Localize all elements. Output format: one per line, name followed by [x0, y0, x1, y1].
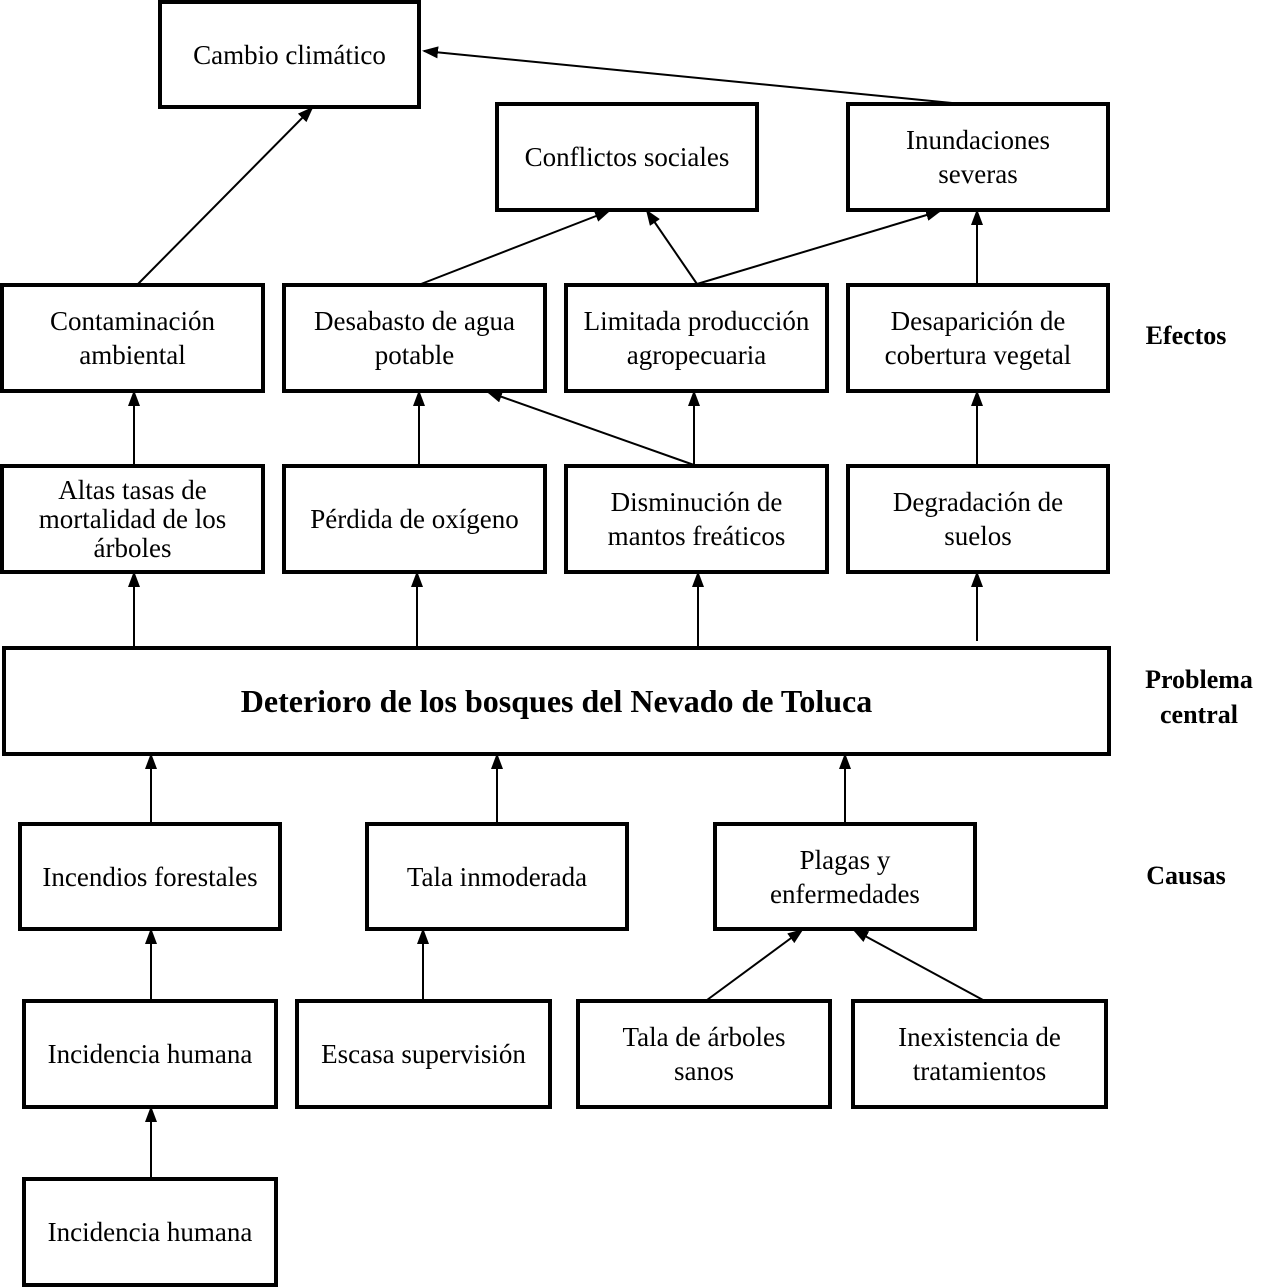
arrow-disminucion-to-desabasto: [486, 391, 695, 466]
node-desabasto-agua: Desabasto de agua potable: [282, 283, 547, 393]
node-disminucion-mantos: Disminución de mantos freáticos: [564, 464, 829, 574]
node-desaparicion-cobertura: Desaparición de cobertura vegetal: [846, 283, 1110, 393]
node-label: Inexistencia de tratamientos: [898, 1022, 1061, 1086]
label-causas: Causas: [1146, 861, 1226, 890]
node-problema-central: Deterioro de los bosques del Nevado de T…: [2, 646, 1111, 756]
node-contaminacion-ambiental: Contaminación ambiental: [0, 283, 265, 393]
label-problema-central: Problema central: [1145, 665, 1253, 729]
node-cambio-climatico: Cambio climático: [158, 0, 421, 109]
node-label: Plagas y enfermedades: [770, 844, 920, 909]
node-inundaciones-severas: Inundaciones severas: [846, 102, 1110, 212]
node-label: Contaminación ambiental: [50, 306, 215, 370]
label-efectos: Efectos: [1145, 321, 1227, 350]
arrow-inexistencia-to-plagas: [852, 929, 984, 1001]
node-label: Altas tasas de mortalidad de los árboles: [38, 474, 227, 563]
node-label: Incidencia humana: [47, 1217, 253, 1247]
node-label: Escasa supervisión: [321, 1039, 526, 1069]
node-label: Limitada producción agropecuaria: [583, 306, 810, 370]
node-conflictos-sociales: Conflictos sociales: [495, 102, 759, 212]
node-label: Degradación de suelos: [892, 487, 1064, 551]
arrow-inundaciones-to-cambio-climatico: [422, 46, 953, 104]
node-inexistencia-tratamientos: Inexistencia de tratamientos: [851, 999, 1108, 1109]
node-altas-tasas-mortalidad: Altas tasas de mortalidad de los árboles: [0, 464, 265, 574]
central-problem-label: Deterioro de los bosques del Nevado de T…: [240, 683, 873, 719]
node-label: Conflictos sociales: [524, 142, 730, 172]
node-label: Disminución de mantos freáticos: [607, 487, 786, 551]
node-label: Desabasto de agua potable: [314, 306, 515, 370]
node-label: Tala inmoderada: [406, 861, 588, 892]
node-incendios-forestales: Incendios forestales: [18, 822, 282, 931]
node-label: Inundaciones severas: [906, 125, 1050, 189]
node-perdida-oxigeno: Pérdida de oxígeno: [282, 464, 547, 574]
node-label: Pérdida de oxígeno: [310, 504, 519, 534]
node-degradacion-suelos: Degradación de suelos: [846, 464, 1110, 574]
node-label: Cambio climático: [193, 39, 386, 70]
node-plagas-enfermedades: Plagas y enfermedades: [713, 822, 977, 931]
arrow-limitada-produccion-to-inundaciones: [696, 209, 942, 285]
arrow-desabasto-to-conflictos-sociales: [420, 210, 611, 285]
node-limitada-produccion: Limitada producción agropecuaria: [564, 283, 829, 393]
node-tala-arboles-sanos: Tala de árboles sanos: [576, 999, 832, 1109]
node-label: Incendios forestales: [42, 861, 258, 892]
arrow-limitada-produccion-to-conflictos-sociales: [645, 209, 698, 285]
arrow-contaminacion-to-cambio-climatico: [137, 106, 314, 285]
node-incidencia-humana-2: Incidencia humana: [22, 1177, 278, 1287]
node-incidencia-humana-1: Incidencia humana: [22, 999, 278, 1109]
node-tala-inmoderada: Tala inmoderada: [365, 822, 629, 931]
node-escasa-supervision: Escasa supervisión: [295, 999, 552, 1109]
node-label: Incidencia humana: [47, 1039, 253, 1069]
arrow-tala-sanos-to-plagas: [706, 928, 804, 1001]
node-label: Desaparición de cobertura vegetal: [884, 306, 1072, 370]
node-label: Tala de árboles sanos: [622, 1022, 786, 1086]
